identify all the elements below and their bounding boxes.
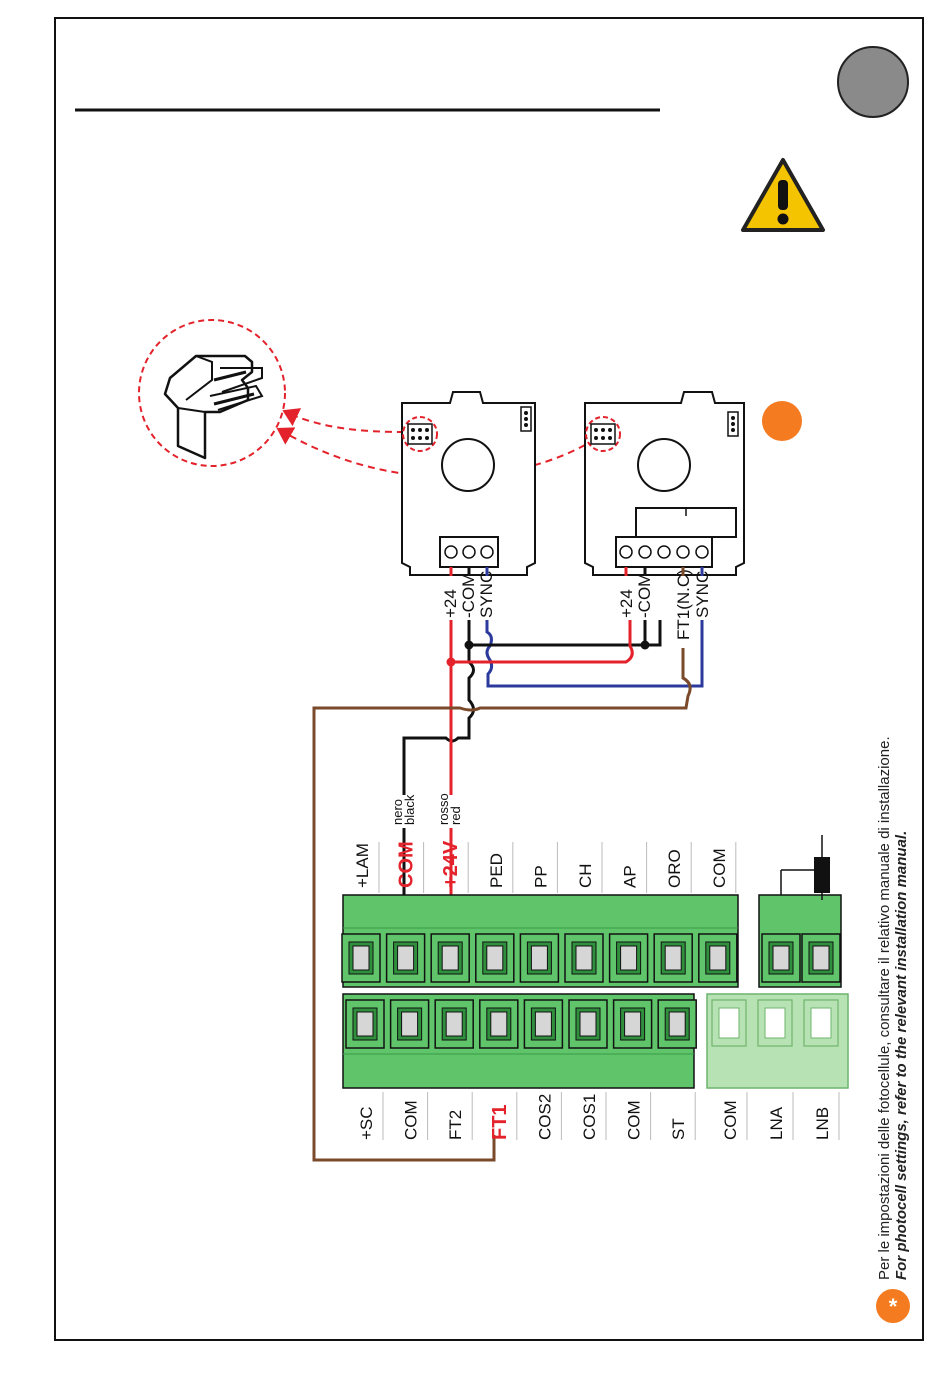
lower-terminal-label-ft2: FT2	[446, 1110, 465, 1140]
upper-terminal-label-lam: +LAM	[353, 843, 372, 888]
upper-terminal-9	[699, 934, 737, 982]
photocell-settings-note: * Per le impostazioni delle fotocellule,…	[876, 736, 910, 1323]
lower-terminal-label-st: ST	[669, 1118, 688, 1140]
lower-light-label-lna: LNA	[767, 1106, 786, 1140]
lower-terminal-4	[480, 1000, 518, 1048]
lower-terminal-labels: +SC COM FT2 FT1 COS2 COS1 COM ST COM LNA LNB	[357, 1092, 839, 1140]
lower-terminal-1	[346, 1000, 384, 1048]
tx-label-24: +24	[617, 589, 636, 618]
capacitor-component	[781, 835, 830, 900]
upper-terminal-3	[431, 934, 469, 982]
grey-circle-badge	[838, 47, 908, 117]
upper-terminal-label-com: COM	[710, 848, 729, 888]
upper-terminal-label-com: COM	[396, 841, 418, 888]
tx-label-sync: SYNC	[693, 571, 712, 618]
capacitor-terminal-block	[759, 895, 841, 987]
note-text-en: For photocell settings, refer to the rel…	[893, 831, 910, 1280]
lower-terminal-label-com: COM	[625, 1100, 644, 1140]
lower-terminal-label-sc: +SC	[357, 1106, 376, 1140]
rx-label-24: +24	[441, 589, 460, 618]
wire-black-main	[404, 645, 474, 795]
upper-terminal-label-pp: PP	[531, 865, 550, 888]
note-asterisk: *	[889, 1294, 898, 1319]
lower-terminal-5	[524, 1000, 562, 1048]
wire-label-black: black	[402, 794, 417, 825]
note-text-it: Per le impostazioni delle fotocellule, c…	[876, 736, 893, 1280]
upper-terminal-7	[610, 934, 648, 982]
jumper-detail	[139, 320, 285, 466]
upper-terminal-4	[476, 934, 514, 982]
lower-terminal-2	[391, 1000, 429, 1048]
lower-terminal-label-com: COM	[402, 1100, 421, 1140]
lower-light-terminal-1	[712, 1000, 746, 1046]
upper-terminal-5	[520, 934, 558, 982]
lower-terminal-8	[658, 1000, 696, 1048]
lower-terminal-3	[435, 1000, 473, 1048]
lower-terminal-7	[614, 1000, 652, 1048]
rx-label-sync: SYNC	[477, 571, 496, 618]
tx-label-ft1: FT1(N.C)	[674, 569, 693, 640]
upper-terminal-label-oro: ORO	[665, 849, 684, 888]
lower-light-terminal-2	[758, 1000, 792, 1046]
lower-terminal-label-cos1: COS1	[580, 1094, 599, 1140]
lower-terminal-6	[569, 1000, 607, 1048]
warning-triangle-icon	[743, 160, 823, 230]
upper-terminal-6	[565, 934, 603, 982]
wire-24-link	[451, 620, 632, 662]
cap-terminal-2	[802, 934, 840, 982]
lower-terminal-label-cos2: COS2	[535, 1094, 554, 1140]
lower-terminal-label-ft1: FT1	[489, 1104, 511, 1140]
detail-arrow-rx	[286, 412, 404, 432]
orange-dot-marker	[762, 401, 802, 441]
rx-label-com: -COM	[459, 573, 478, 618]
upper-terminal-label-ap: AP	[621, 865, 640, 888]
upper-terminal-1	[342, 934, 380, 982]
tx-label-com: -COM	[635, 573, 654, 618]
lower-light-label-lnb: LNB	[813, 1107, 832, 1140]
upper-terminal-block	[342, 895, 738, 987]
lower-light-terminal-3	[804, 1000, 838, 1046]
wire-label-red: red	[448, 806, 463, 825]
lower-terminal-block	[343, 994, 848, 1088]
upper-terminal-labels: +LAM COM +24V PED PP CH AP ORO COM	[353, 840, 736, 893]
photocell-tx-board	[585, 392, 744, 575]
upper-terminal-8	[654, 934, 692, 982]
upper-terminal-2	[387, 934, 425, 982]
upper-terminal-label-ch: CH	[576, 863, 595, 888]
upper-terminal-label-ped: PED	[487, 853, 506, 888]
upper-terminal-label-24v: +24V	[440, 840, 462, 888]
photocell-rx-board	[402, 392, 535, 575]
lower-light-label-com: COM	[721, 1100, 740, 1140]
cap-terminal-1	[762, 934, 800, 982]
wire-sync	[487, 620, 702, 686]
